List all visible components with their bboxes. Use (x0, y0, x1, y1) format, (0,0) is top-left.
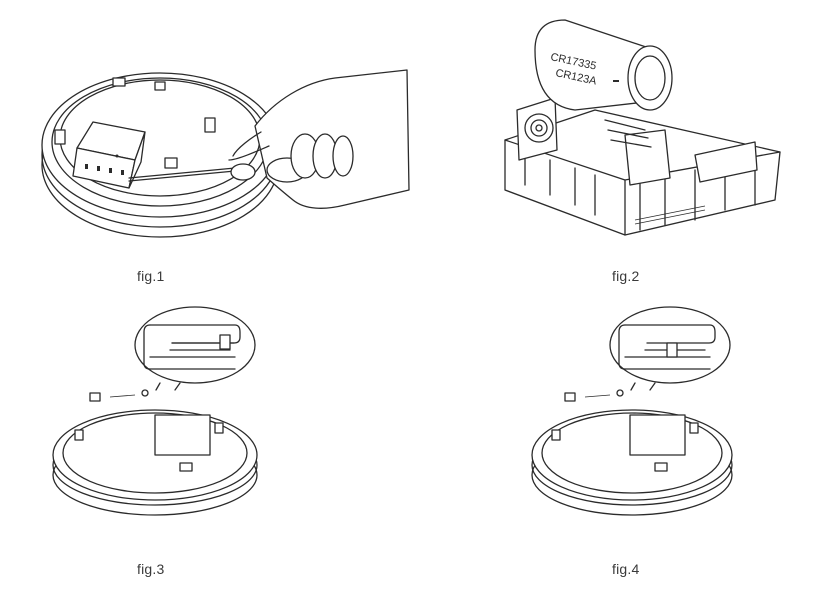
detector-body (52, 389, 258, 516)
fig3-caption: fig.3 (137, 561, 165, 577)
fig4-caption: fig.4 (612, 561, 640, 577)
switch-detail-callout (134, 306, 256, 391)
fig3-illustration (52, 306, 258, 516)
fig1-caption: fig.1 (137, 268, 165, 284)
battery-cylinder: CR17335 CR123A (534, 19, 673, 111)
fig4-illustration (531, 306, 733, 516)
detector-body (531, 389, 733, 516)
figure-2-battery-insertion: CR17335 CR123A (495, 10, 795, 250)
fig2-illustration: CR17335 CR123A (504, 19, 781, 236)
switch-detail-callout (609, 306, 731, 391)
battery-block (72, 121, 146, 189)
figure-4-switch-on (520, 305, 750, 520)
fig2-caption: fig.2 (612, 268, 640, 284)
fig1-illustration (41, 69, 410, 238)
figure-1-detector-battery-removal (25, 60, 425, 250)
figure-3-switch-off (40, 305, 270, 520)
hand (228, 69, 410, 209)
